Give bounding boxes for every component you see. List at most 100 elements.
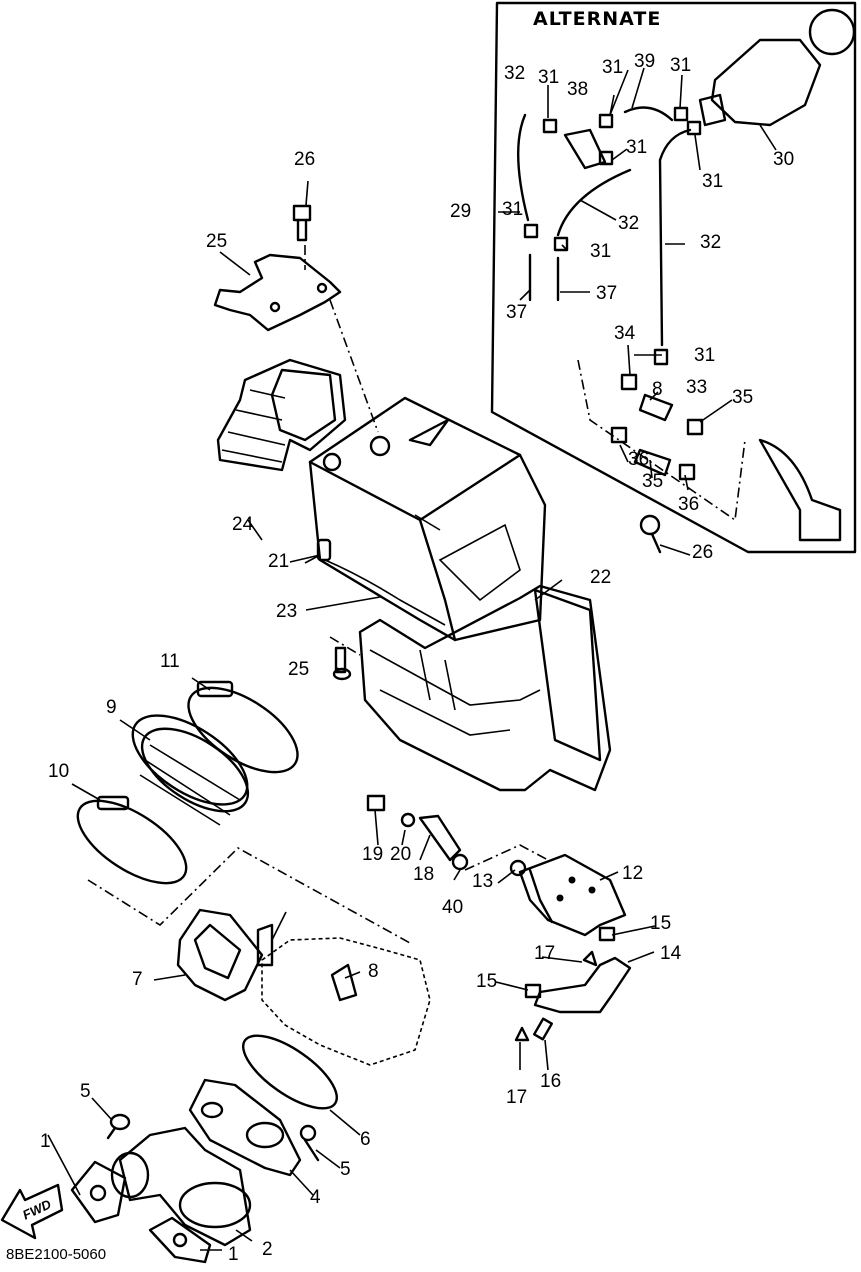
screw-25 <box>332 646 352 681</box>
callout-14: 14 <box>660 943 682 964</box>
air-intake-box <box>216 358 547 642</box>
fuel-filter-alt <box>758 438 842 542</box>
screw-3 <box>106 1113 131 1140</box>
callout-31h: 31 <box>702 171 724 192</box>
clip-31h <box>686 120 702 136</box>
callout-35: 35 <box>642 471 664 492</box>
hose-32c <box>658 128 692 347</box>
callout-34b: 35 <box>732 387 754 408</box>
gasket-1a <box>70 1160 127 1224</box>
clip-15a <box>524 983 542 999</box>
clip-31b <box>598 113 614 129</box>
hose-14 <box>533 956 632 1014</box>
callout-20: 20 <box>390 844 412 865</box>
centerline-27 <box>304 245 379 433</box>
gasket-1b <box>148 1216 212 1264</box>
callout-28: 26 <box>294 149 316 170</box>
callout-36b: 36 <box>678 494 700 515</box>
fuel-pump-12 <box>518 853 627 937</box>
callout-15a: 15 <box>476 971 498 992</box>
fitting-19 <box>366 794 386 812</box>
washer-20 <box>400 812 416 828</box>
callout-16: 16 <box>540 1071 562 1092</box>
screw-5 <box>299 1124 320 1162</box>
fuel-line-alt <box>577 359 746 522</box>
callout-6: 6 <box>360 1129 371 1150</box>
callout-1a: 1 <box>40 1131 51 1152</box>
alternate-title: ALTERNATE <box>533 8 662 30</box>
hose-18 <box>418 814 462 862</box>
callout-2: 2 <box>262 1239 273 1260</box>
callout-29: 29 <box>450 201 472 222</box>
callout-13: 13 <box>472 871 494 892</box>
callout-27: 25 <box>206 231 228 252</box>
clip-31d <box>598 150 614 166</box>
callout-37b: 37 <box>596 283 618 304</box>
callout-11: 11 <box>160 651 180 672</box>
callout-10: 10 <box>48 761 70 782</box>
clip-17a <box>514 1026 530 1042</box>
clip-31f <box>553 236 569 252</box>
callout-32b: 32 <box>618 213 640 234</box>
hose-32a <box>516 113 530 222</box>
air-box-base <box>358 584 612 792</box>
alternate-frame <box>490 1 857 554</box>
clip-15b <box>598 926 616 942</box>
callout-30: 30 <box>773 149 795 170</box>
centerline-duct <box>87 847 411 944</box>
callout-32a: 32 <box>504 63 526 84</box>
clip-17b <box>582 950 598 967</box>
callout-21: 21 <box>268 551 290 572</box>
callout-31a: 31 <box>538 67 560 88</box>
clip-36b <box>678 463 696 481</box>
callout-15b: 15 <box>650 913 672 934</box>
callout-38: 38 <box>567 79 589 100</box>
callout-9: 9 <box>106 697 117 718</box>
leader-lines <box>47 67 777 1251</box>
clip-40 <box>451 853 469 871</box>
centerline-25 <box>329 636 361 656</box>
intake-manifold-4 <box>188 1078 302 1177</box>
callout-19: 19 <box>362 844 384 865</box>
callout-31e: 31 <box>502 199 524 220</box>
clip-34b <box>686 418 704 436</box>
callout-31f: 31 <box>590 241 612 262</box>
clip-31e <box>523 223 539 239</box>
clip-31c <box>673 106 689 122</box>
callout-1b: 1 <box>228 1244 239 1265</box>
callout-18: 18 <box>413 864 435 885</box>
nut-13 <box>509 859 527 877</box>
callout-22: 22 <box>590 567 612 588</box>
callout-26: 26 <box>692 542 714 563</box>
centerline-pump <box>464 844 549 871</box>
callout-24: 24 <box>232 514 254 535</box>
callout-5: 5 <box>340 1159 351 1180</box>
clamp-21 <box>316 538 332 562</box>
callout-32c: 32 <box>700 232 722 253</box>
callout-23: 23 <box>276 601 298 622</box>
callout-31b: 31 <box>602 57 624 78</box>
callout-7: 7 <box>132 969 143 990</box>
hose-32b <box>556 168 632 237</box>
adaptor-7 <box>176 908 264 1002</box>
t-joint-33-35 <box>633 393 674 477</box>
callout-31d: 31 <box>626 137 648 158</box>
bracket <box>213 253 342 332</box>
bolt-28 <box>292 204 312 242</box>
callout-36a: 36 <box>628 449 650 470</box>
callout-31c: 31 <box>670 55 692 76</box>
callout-4: 4 <box>310 1187 321 1208</box>
joint-16 <box>532 1017 554 1041</box>
fwd-arrow <box>0 1183 64 1240</box>
clip-31a <box>542 118 558 134</box>
clip-31g <box>653 348 669 366</box>
callout-17b: 17 <box>534 943 556 964</box>
callout-37a: 37 <box>506 302 528 323</box>
callout-40: 40 <box>442 897 464 918</box>
gasket-8 <box>256 923 431 1066</box>
bolt-26 <box>639 514 662 554</box>
clip-34a <box>620 373 638 391</box>
clip-36a <box>610 426 628 444</box>
callout-17a: 17 <box>506 1087 528 1108</box>
